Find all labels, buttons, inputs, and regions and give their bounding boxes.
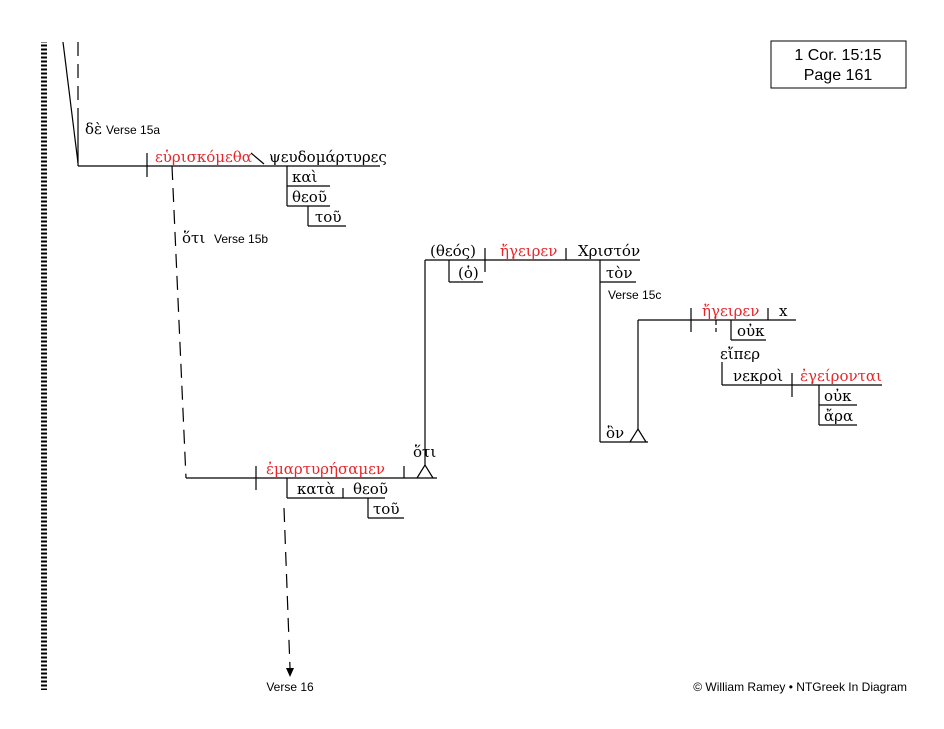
copyright-footer: © William Ramey • NTGreek In Diagram	[693, 680, 907, 694]
reference-line-1: 1 Cor. 15:15	[794, 47, 881, 64]
word-ton: τὸν	[606, 264, 632, 282]
page-binding-edge	[41, 42, 47, 690]
reference-box	[770, 40, 907, 89]
word-theou-1: θεοῦ	[292, 188, 327, 206]
reference-line-2: Page 161	[804, 67, 873, 84]
verse-16-dashed-line	[283, 507, 291, 669]
relative-clause-pedestal	[629, 427, 647, 443]
word-emartyresamen: ἐμαρτυρήσαμεν	[266, 460, 385, 478]
word-egeiren-2: ἤγειρεν	[702, 302, 759, 320]
word-hoti-1: ὅτι	[182, 229, 205, 247]
word-ho: (ὁ)	[458, 264, 479, 282]
hoti-dashed-line	[171, 165, 187, 479]
word-de: δὲ	[85, 120, 102, 138]
verse-15b-label: Verse 15b	[214, 232, 268, 246]
word-kata: κατὰ	[297, 480, 335, 498]
word-kai: καὶ	[292, 168, 318, 186]
word-hon: ὃν	[606, 424, 624, 442]
word-nekroi: νεκροὶ	[733, 367, 783, 385]
predicate-divider	[250, 152, 265, 165]
word-ara: ἄρα	[824, 407, 853, 425]
verse-16-arrowhead	[286, 668, 294, 677]
word-tou-1: τοῦ	[315, 208, 341, 226]
word-pseudomartyres: ψευδομάρτυρες	[269, 148, 387, 166]
word-x: x	[779, 302, 788, 320]
connector-slant-line	[62, 41, 79, 164]
word-ouk-2: οὐκ	[824, 387, 852, 405]
word-theou-2: θεοῦ	[353, 480, 388, 498]
word-theos: (θεός)	[430, 242, 476, 260]
word-ouk-1: οὐκ	[737, 322, 765, 340]
object-clause-pedestal	[416, 463, 434, 479]
word-egeirontai: ἐγείρονται	[800, 367, 882, 385]
verse-15a-label: Verse 15a	[106, 123, 160, 137]
verse-16-label: Verse 16	[266, 680, 314, 694]
word-eiper: εἴπερ	[720, 345, 760, 363]
word-egeiren-1: ἤγειρεν	[500, 242, 557, 260]
word-tou-2: τοῦ	[373, 500, 399, 518]
word-heuriskometha: εὑρισκόμεθα	[155, 148, 252, 166]
word-christon: Χριστόν	[578, 242, 640, 260]
verse-15c-label: Verse 15c	[608, 288, 661, 302]
